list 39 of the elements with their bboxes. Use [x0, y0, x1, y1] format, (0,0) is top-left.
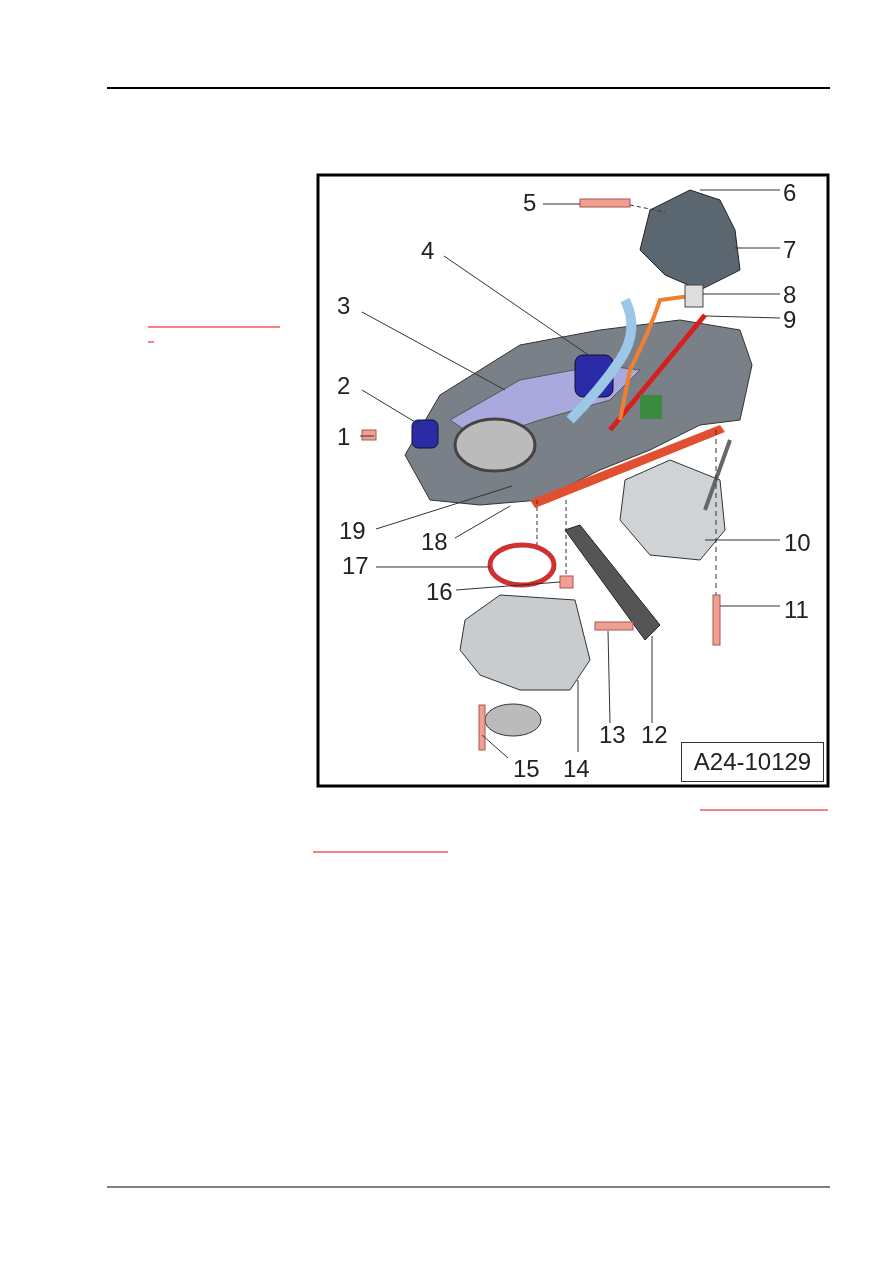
callout-number: 2: [337, 373, 351, 399]
leader-line: [702, 293, 781, 295]
callout-number: 15: [513, 756, 540, 782]
callout-number: 14: [563, 756, 590, 782]
leader-line: [577, 679, 579, 753]
callout-number: 8: [783, 282, 797, 308]
callout-number: 13: [599, 722, 626, 748]
callout-number: 9: [783, 307, 797, 333]
callout-number: 7: [783, 237, 797, 263]
leader-line: [699, 189, 781, 191]
leader-line: [719, 605, 781, 607]
leader-line: [455, 581, 561, 591]
callout-number: 5: [523, 190, 537, 216]
leader-line: [361, 311, 506, 391]
leader-line: [359, 435, 375, 437]
leader-line: [361, 389, 426, 429]
callout-number: 19: [339, 518, 366, 544]
leader-line: [704, 539, 781, 541]
leader-line: [607, 630, 611, 724]
leader-line: [454, 505, 511, 539]
callout-number: 1: [337, 424, 351, 450]
figure-number: A24-10129: [681, 742, 824, 782]
callout-number: 4: [421, 238, 435, 264]
leader-line: [542, 203, 581, 205]
leader-line: [375, 485, 513, 530]
callout-number: 6: [783, 180, 797, 206]
leader-line: [481, 734, 509, 759]
callout-number: 18: [421, 529, 448, 555]
leader-line: [734, 247, 781, 249]
callout-number: 16: [426, 579, 453, 605]
callout-number: 11: [784, 597, 809, 623]
callout-number: 10: [784, 530, 811, 556]
leader-line: [705, 315, 781, 319]
callout-number: 3: [337, 293, 351, 319]
leader-line: [375, 566, 491, 568]
callout-number: 12: [641, 722, 668, 748]
leader-line: [651, 635, 653, 724]
leader-line: [443, 255, 591, 357]
callout-number: 17: [342, 553, 369, 579]
